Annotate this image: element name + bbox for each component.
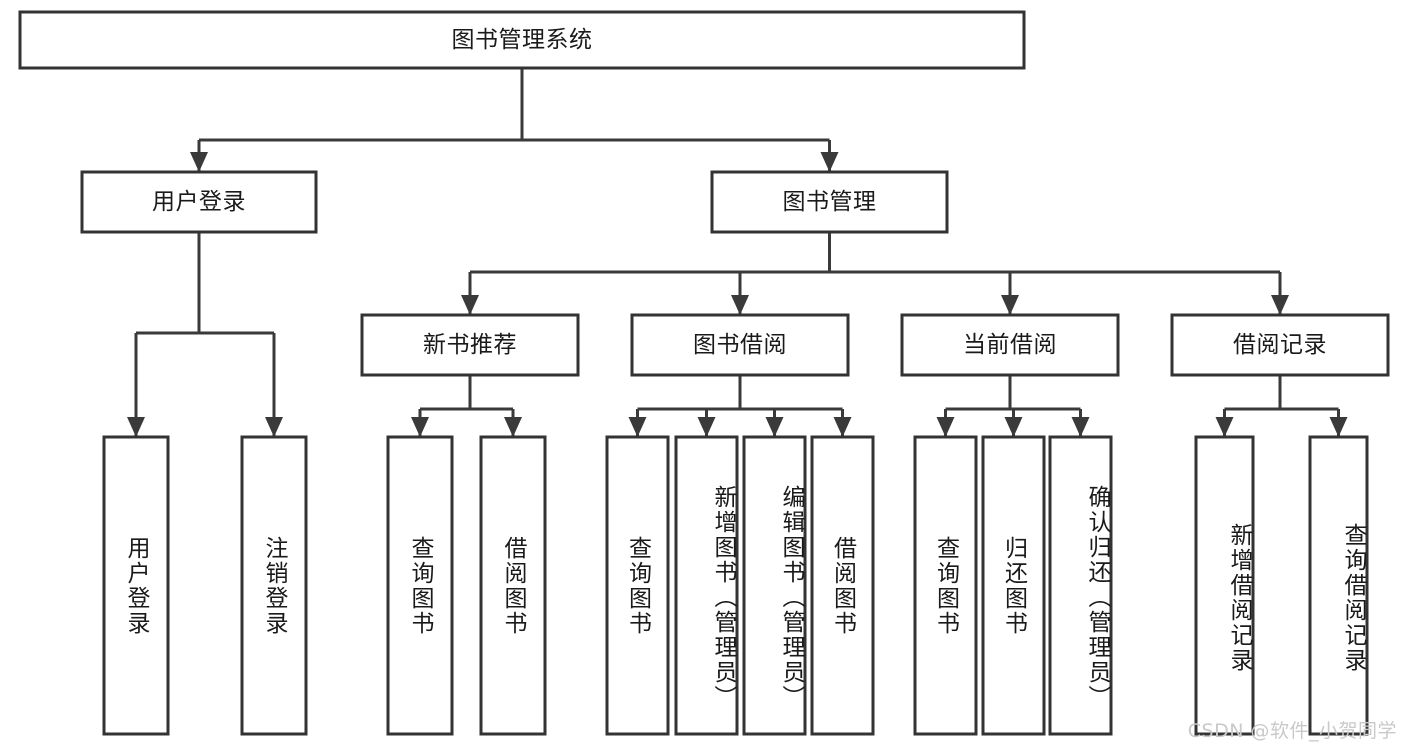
node-box-leaf-user-logout[interactable]: [240, 435, 308, 736]
arrow-head-icon: [504, 417, 522, 437]
arrow-head-icon: [1271, 295, 1289, 315]
node-box-leaf-cb-return-book[interactable]: [981, 435, 1046, 736]
node-box-new-book-rec[interactable]: [360, 313, 580, 377]
node-box-leaf-rec-query-book[interactable]: [386, 435, 454, 736]
arrow-head-icon: [936, 417, 955, 437]
box-layer: [18, 10, 1390, 736]
node-box-root[interactable]: [18, 10, 1026, 70]
node-box-current-borrow[interactable]: [900, 313, 1120, 377]
connector-layer: [127, 68, 1348, 437]
arrow-head-icon: [411, 417, 429, 437]
arrow-head-icon: [1329, 417, 1348, 437]
arrow-head-icon: [127, 417, 145, 437]
node-box-user-login[interactable]: [80, 170, 318, 234]
node-box-leaf-cb-query-book[interactable]: [913, 435, 978, 736]
arrow-head-icon: [1001, 295, 1019, 315]
node-box-leaf-br-add-record[interactable]: [1194, 435, 1255, 736]
node-box-leaf-cb-confirm-return[interactable]: [1048, 435, 1113, 736]
arrow-head-icon: [765, 417, 784, 437]
arrow-head-icon: [731, 295, 749, 315]
node-box-leaf-bb-add-book[interactable]: [674, 435, 739, 736]
node-box-book-manage[interactable]: [710, 170, 949, 234]
node-box-leaf-bb-borrow-book[interactable]: [810, 435, 875, 736]
arrow-head-icon: [190, 152, 208, 172]
node-box-leaf-bb-edit-book[interactable]: [742, 435, 807, 736]
node-box-leaf-br-query-record[interactable]: [1308, 435, 1369, 736]
arrow-head-icon: [265, 417, 283, 437]
arrow-head-icon: [461, 295, 479, 315]
node-box-leaf-rec-borrow-book[interactable]: [479, 435, 547, 736]
arrow-head-icon: [820, 152, 839, 172]
arrow-head-icon: [833, 417, 852, 437]
arrow-head-icon: [1004, 417, 1023, 437]
arrow-head-icon: [1071, 417, 1090, 437]
node-box-leaf-bb-query-book[interactable]: [605, 435, 670, 736]
node-box-book-borrow[interactable]: [630, 313, 850, 377]
arrow-head-icon: [628, 417, 647, 437]
node-box-borrow-record[interactable]: [1170, 313, 1390, 377]
node-box-leaf-user-login[interactable]: [102, 435, 170, 736]
arrow-head-icon: [1215, 417, 1234, 437]
arrow-head-icon: [697, 417, 716, 437]
